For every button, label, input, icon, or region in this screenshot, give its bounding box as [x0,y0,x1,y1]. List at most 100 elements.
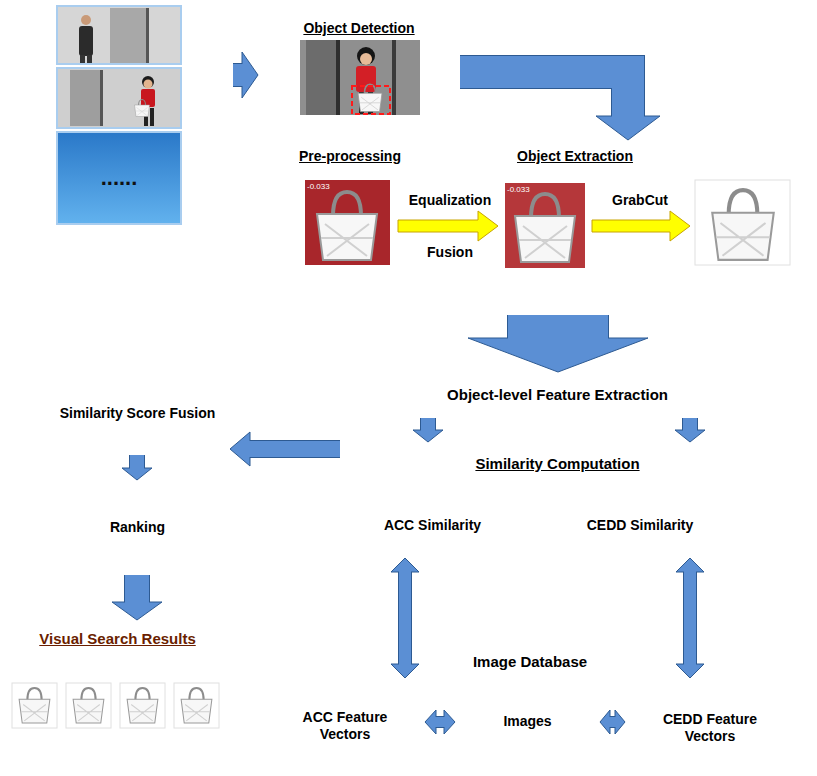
block-arrow [233,52,258,98]
arrow-shaft [248,441,340,457]
text-slot: ACC Similarity [360,496,505,554]
database-cylinder-outline [251,599,809,643]
text-slot: Pre-processing [270,145,430,167]
bag-photo [305,180,790,268]
text-slot: Visual Search Results [5,627,230,651]
bag-thumbnail [12,683,57,728]
arrow-outline [608,716,617,728]
process-box: ACC Similarity [355,492,510,558]
group-box-outline [341,443,775,580]
bag-thumbnail [73,688,104,723]
process-box-title: CEDD Similarity [587,517,694,534]
image-score: -0.033 [507,185,530,195]
sprocket-holes [14,192,36,214]
bag-thumbnail [174,683,219,728]
arrow-shaft [683,418,697,432]
film-frame [141,89,155,107]
block-arrow [230,432,340,466]
arrow-shaft [434,717,446,727]
database-cylinder-outline [251,598,809,771]
arrow-head [676,558,704,572]
process-panel-title: Pre-processing [299,148,401,165]
process-arrow [398,211,498,241]
arrow-head [242,52,258,98]
dashed-group [25,356,235,590]
data-store: CEDD Feature Vectors [625,678,795,764]
film-frame [146,8,149,63]
process-panel-heading: Object Extraction [517,148,633,165]
block-arrow [112,575,162,620]
film-frame [79,26,93,56]
film-frame [57,68,181,128]
label-slot: -0.033 [307,181,347,192]
results-banner: Visual Search Results [5,605,230,770]
film-frame [150,108,154,126]
arrow-outline [420,418,436,432]
step-label: GrabCut [612,192,668,209]
film-strip-title: ...... [101,165,138,191]
photo [352,86,390,114]
group-box-title: Similarity Computation [475,455,639,473]
bag-photo [515,194,575,262]
sprocket-holes [197,148,219,170]
process-box-outline [46,481,230,575]
process-box-title: ACC Similarity [384,517,481,534]
data-store-outline [266,679,424,699]
group-box: Similarity ComputationACC Similarity CEDD… [340,442,775,580]
process-box-title: Similarity Score Fusion [60,405,216,422]
arrow-outline [460,72,628,118]
arrow-head [391,664,419,678]
sprocket-holes [197,16,219,38]
data-store-outline [456,678,599,749]
arrow-shaft [399,570,411,666]
label-slot: Fusion [395,242,505,262]
bag-photo [317,192,377,260]
arrow-head [230,432,250,466]
film-frame [80,55,85,63]
sprocket-holes [14,104,36,126]
text-slot: ACC Feature Vectors [285,698,405,754]
film-frame [144,80,153,89]
bag-photo [305,180,390,265]
text-slot: Image Database [250,650,810,674]
bag-thumbnail [19,688,50,723]
bag-photo [505,183,585,268]
data-store: ACC Feature Vectors [265,678,425,760]
arrow-outline [124,575,150,604]
arrow-shaft [125,575,149,604]
arrow-shaft [684,570,696,666]
film-frame [57,6,181,64]
process-arrow [592,211,690,241]
process-panel: Object Detection [258,15,460,125]
photo [336,40,340,115]
data-store-title: CEDD Feature Vectors [650,711,770,745]
database-cylinder-outline [250,598,810,772]
process-box-outline [546,493,735,558]
block-arrow [600,710,625,734]
data-store-title: Images [503,713,551,730]
results-banner-outline [5,605,230,770]
arrow-head [676,664,704,678]
label-slot: -0.033 [507,184,547,195]
arrow-outline [434,716,446,728]
text-slot: Similarity Computation [340,452,775,476]
arrow-head [112,602,162,620]
film-frame [110,8,146,63]
photo [300,40,420,115]
block-arrow [676,558,704,678]
arrow-outline [248,440,340,458]
photo [392,40,396,115]
process-box: CEDD Similarity [545,492,735,558]
process-box-outline [356,493,510,558]
data-store-outline [626,678,794,763]
sprocket-holes [14,60,36,82]
arrow-shaft [460,72,628,118]
bag-photo [695,180,790,265]
stage-panel [10,340,815,605]
text-slot: CEDD Similarity [550,496,730,554]
step-label: Equalization [409,192,491,209]
arrow-outline [682,418,698,432]
text-slot: ...... [57,158,181,198]
bag-thumbnail [66,683,111,728]
